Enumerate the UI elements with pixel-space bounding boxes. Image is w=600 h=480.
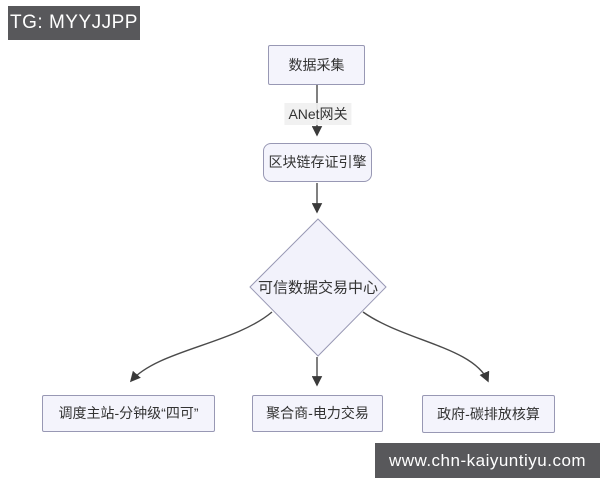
node-data-collection: 数据采集 xyxy=(268,45,365,85)
node-blockchain-evidence-engine-label: 区块链存证引擎 xyxy=(268,154,367,171)
edge-center-to-dispatch xyxy=(129,311,273,383)
node-dispatch-master-station: 调度主站-分钟级“四可” xyxy=(42,395,215,432)
node-aggregator-power-trading-label: 聚合商-电力交易 xyxy=(266,405,369,422)
node-trusted-data-exchange-center-label: 可信数据交易中心 xyxy=(257,279,379,297)
edge-center-to-government xyxy=(362,311,490,383)
node-data-collection-label: 数据采集 xyxy=(288,56,345,73)
website-watermark-text: www.chn-kaiyuntiyu.com xyxy=(388,450,587,470)
node-aggregator-power-trading: 聚合商-电力交易 xyxy=(252,395,383,432)
edge-label-anet-gateway: ANet网关 xyxy=(284,103,352,125)
node-government-carbon-accounting: 政府-碳排放核算 xyxy=(422,395,555,433)
telegram-watermark-badge: TG: MYYJJPP xyxy=(8,6,140,40)
node-government-carbon-accounting-label: 政府-碳排放核算 xyxy=(437,405,540,422)
diamond-shape xyxy=(249,218,387,357)
node-dispatch-master-station-label: 调度主站-分钟级“四可” xyxy=(58,405,199,422)
telegram-watermark-text: TG: MYYJJPP xyxy=(10,12,138,33)
node-blockchain-evidence-engine: 区块链存证引擎 xyxy=(263,143,372,182)
website-watermark-badge: www.chn-kaiyuntiyu.com xyxy=(375,443,600,478)
